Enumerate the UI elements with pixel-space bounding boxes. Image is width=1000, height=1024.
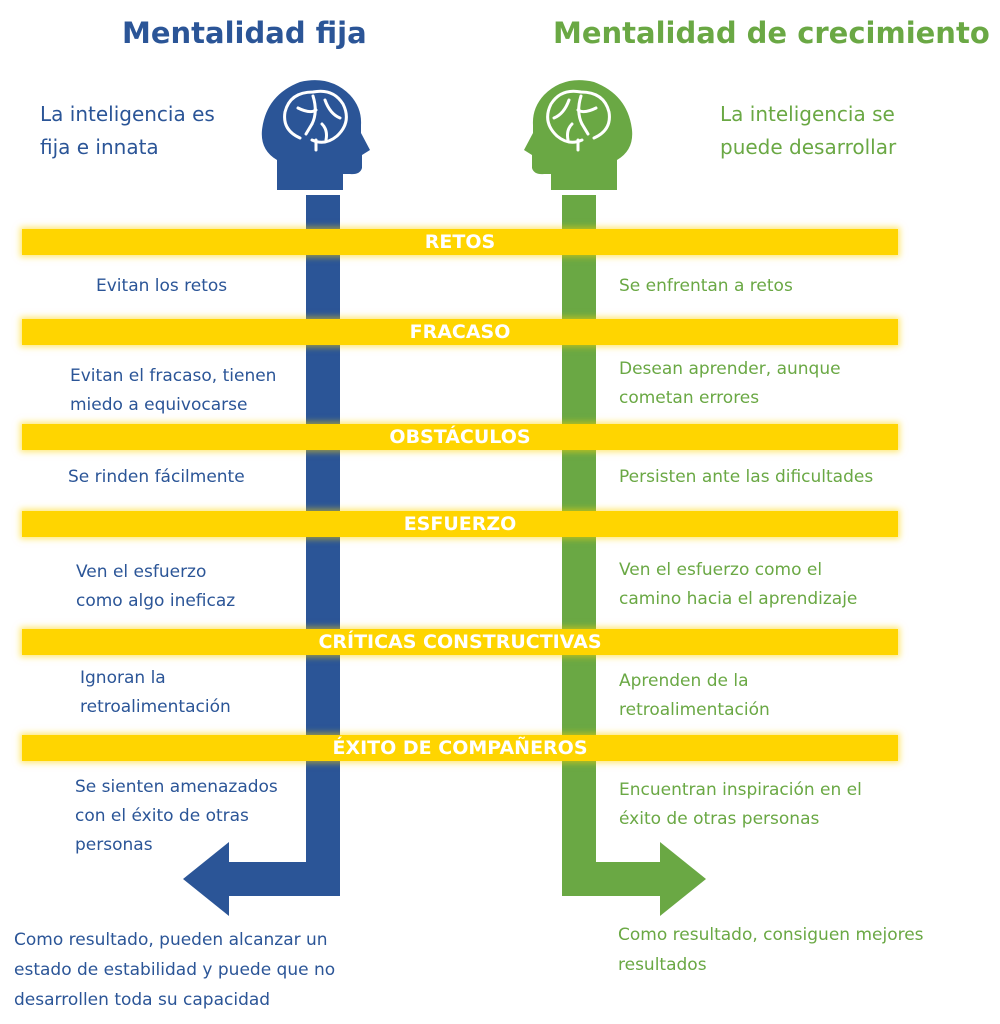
growth-head-brain-icon xyxy=(524,80,633,190)
text-line: Evitan los retos xyxy=(96,276,228,296)
result-line: Como resultado, pueden alcanzar un xyxy=(14,930,328,950)
category-label: ÉXITO DE COMPAÑEROS xyxy=(332,737,588,759)
text-line: Se rinden fácilmente xyxy=(68,467,245,487)
text-line: Ignoran la xyxy=(80,668,166,688)
text-line: Ven el esfuerzo xyxy=(76,562,207,582)
category-band-esfuerzo: ESFUERZO xyxy=(22,511,898,537)
text-line: con el éxito de otras xyxy=(75,806,249,826)
category-band-retos: RETOS xyxy=(22,229,898,255)
growth-exito-text: Encuentran inspiración en el éxito de ot… xyxy=(619,776,862,834)
fixed-esfuerzo-text: Ven el esfuerzo como algo ineficaz xyxy=(76,558,235,616)
fixed-mindset-result: Como resultado, pueden alcanzar un estad… xyxy=(14,925,384,1015)
text-line: éxito de otras personas xyxy=(619,809,820,829)
growth-esfuerzo-text: Ven el esfuerzo como el camino hacia el … xyxy=(619,556,857,614)
growth-mindset-result: Como resultado, consiguen mejores result… xyxy=(618,920,988,980)
growth-obstaculos-text: Persisten ante las dificultades xyxy=(619,463,873,492)
fixed-obstaculos-text: Se rinden fácilmente xyxy=(68,463,245,492)
growth-fracaso-text: Desean aprender, aunque cometan errores xyxy=(619,355,841,413)
text-line: personas xyxy=(75,835,153,855)
text-line: Evitan el fracaso, tienen xyxy=(70,366,277,386)
text-line: camino hacia el aprendizaje xyxy=(619,589,858,609)
text-line: retroalimentación xyxy=(80,697,231,717)
category-label: ESFUERZO xyxy=(403,513,517,535)
category-band-obstaculos: OBSTÁCULOS xyxy=(22,424,898,450)
growth-mindset-title: Mentalidad de crecimiento xyxy=(553,16,990,50)
category-band-criticas: CRÍTICAS CONSTRUCTIVAS xyxy=(22,629,898,655)
category-band-fracaso: FRACASO xyxy=(22,319,898,345)
category-label: OBSTÁCULOS xyxy=(389,426,531,448)
fixed-fracaso-text: Evitan el fracaso, tienen miedo a equivo… xyxy=(70,362,276,420)
category-label: CRÍTICAS CONSTRUCTIVAS xyxy=(318,631,602,653)
growth-mindset-belief: La inteligencia se puede desarrollar xyxy=(720,98,980,164)
category-band-exito: ÉXITO DE COMPAÑEROS xyxy=(22,735,898,761)
text-line: Desean aprender, aunque xyxy=(619,359,841,379)
result-line: Como resultado, consiguen mejores xyxy=(618,925,924,945)
growth-retos-text: Se enfrentan a retos xyxy=(619,272,793,301)
text-line: como algo ineficaz xyxy=(76,591,236,611)
result-line: estado de estabilidad y puede que no xyxy=(14,960,336,980)
text-line: cometan errores xyxy=(619,388,760,408)
text-line: Persisten ante las dificultades xyxy=(619,467,874,487)
text-line: Se enfrentan a retos xyxy=(619,276,793,296)
growth-criticas-text: Aprenden de la retroalimentación xyxy=(619,667,770,725)
text-line: Se sienten amenazados xyxy=(75,777,278,797)
fixed-head-brain-icon xyxy=(261,80,370,190)
fixed-criticas-text: Ignoran la retroalimentación xyxy=(80,664,231,722)
growth-arrow-right-icon xyxy=(660,842,706,916)
fixed-retos-text: Evitan los retos xyxy=(96,272,227,301)
fixed-belief-line: La inteligencia es xyxy=(40,102,215,126)
fixed-exito-text: Se sienten amenazados con el éxito de ot… xyxy=(75,773,278,860)
fixed-mindset-title: Mentalidad fija xyxy=(122,16,367,50)
category-label: FRACASO xyxy=(409,321,511,343)
text-line: Ven el esfuerzo como el xyxy=(619,560,823,580)
text-line: Aprenden de la xyxy=(619,671,749,691)
growth-belief-line: La inteligencia se xyxy=(720,102,895,126)
fixed-mindset-belief: La inteligencia es fija e innata xyxy=(40,98,270,164)
text-line: Encuentran inspiración en el xyxy=(619,780,862,800)
fixed-belief-line: fija e innata xyxy=(40,135,159,159)
fixed-arrow-left-icon xyxy=(183,842,229,916)
category-label: RETOS xyxy=(424,231,496,253)
text-line: retroalimentación xyxy=(619,700,770,720)
text-line: miedo a equivocarse xyxy=(70,395,248,415)
result-line: resultados xyxy=(618,955,707,975)
growth-belief-line: puede desarrollar xyxy=(720,135,897,159)
result-line: desarrollen toda su capacidad xyxy=(14,990,271,1010)
